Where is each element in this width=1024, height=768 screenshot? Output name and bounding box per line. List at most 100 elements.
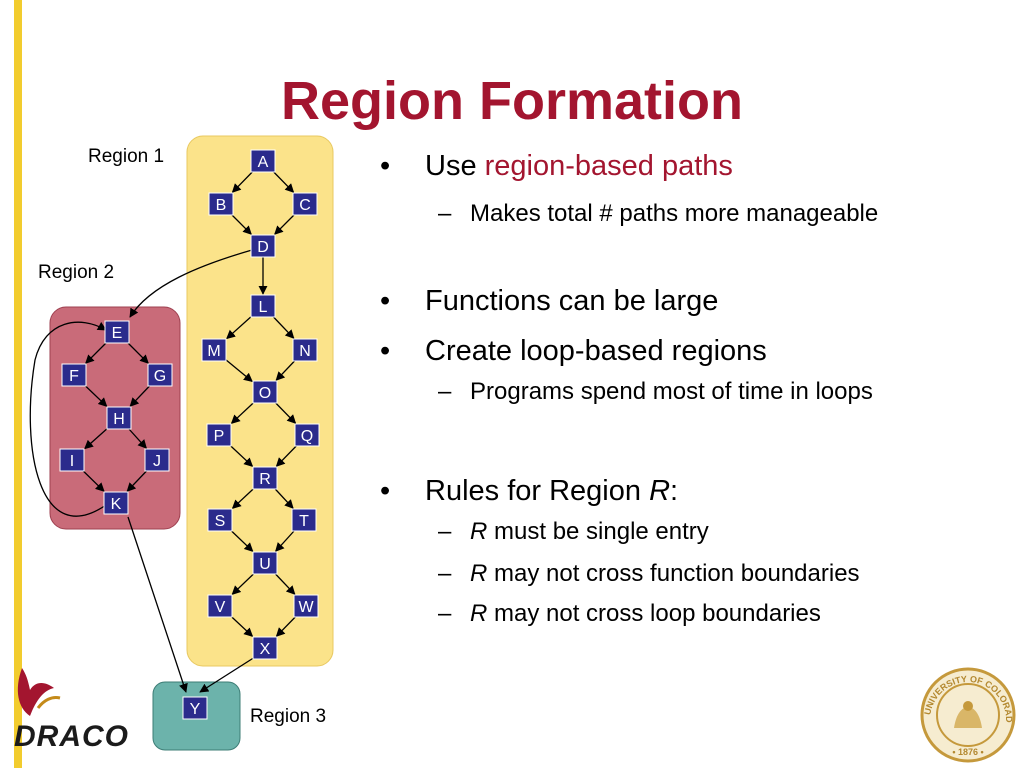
- node-Y-label: Y: [190, 701, 201, 718]
- node-Q-label: Q: [301, 428, 313, 445]
- bullet-text: Functions can be large: [425, 285, 718, 318]
- node-D: D: [250, 234, 276, 258]
- node-J: J: [144, 448, 170, 472]
- node-O: O: [252, 380, 278, 404]
- edge-O-Q: [275, 402, 297, 424]
- node-S-label: S: [215, 513, 226, 530]
- edge-S-U: [231, 530, 254, 552]
- bullet-text: Rules for Region R:: [425, 475, 678, 508]
- node-W-label: W: [298, 599, 314, 616]
- edge-I-K: [82, 470, 105, 492]
- bullet-marker: •: [380, 335, 391, 367]
- bullet-text-part: region-based paths: [484, 150, 733, 182]
- node-Y: Y: [182, 696, 208, 720]
- bullet-marker: •: [380, 475, 391, 507]
- bullet-marker: •: [380, 150, 391, 182]
- node-T-box: [291, 508, 317, 532]
- edge-K-Y: [127, 516, 188, 693]
- slide-title: Region Formation: [281, 71, 743, 131]
- edge-A-C: [273, 171, 295, 193]
- node-M-label: M: [207, 343, 220, 360]
- edge-E-F: [85, 342, 107, 364]
- edge-X-Y: [199, 656, 256, 693]
- bullet-text-part: R: [470, 560, 488, 587]
- bullet-text: Makes total # paths more manageable: [470, 200, 878, 228]
- node-R: R: [252, 466, 278, 490]
- node-F-box: [61, 363, 87, 387]
- bullet-text-part: R: [649, 475, 671, 507]
- node-N-label: N: [299, 343, 311, 360]
- region-1-label: Region 1: [88, 146, 165, 167]
- edge-R-T: [274, 488, 294, 509]
- edge-L-M: [226, 316, 252, 340]
- edge-F-H: [85, 385, 108, 407]
- dash-marker: –: [438, 200, 452, 227]
- edge-E-G: [127, 342, 149, 364]
- edge-D-E: [129, 249, 253, 318]
- dash-marker: –: [438, 518, 452, 545]
- node-M: M: [201, 338, 227, 362]
- dash-marker: –: [438, 378, 452, 405]
- left-accent-bar: [14, 0, 22, 768]
- edge-N-O: [275, 360, 295, 381]
- node-Q-box: [294, 423, 320, 447]
- bullet-text-part: Programs spend most of time in loops: [470, 378, 873, 405]
- node-O-box: [252, 380, 278, 404]
- bullet-text: Create loop-based regions: [425, 335, 767, 368]
- node-E-box: [104, 320, 130, 344]
- edge-U-W: [275, 573, 296, 595]
- node-T-label: T: [299, 513, 309, 530]
- node-H-box: [106, 406, 132, 430]
- node-C-label: C: [299, 197, 311, 214]
- region-3-label: Region 3: [250, 706, 327, 727]
- edge-H-I: [84, 428, 108, 450]
- edge-C-D: [274, 214, 295, 235]
- edge-T-U: [275, 530, 295, 552]
- node-U: U: [252, 551, 278, 575]
- node-H: H: [106, 406, 132, 430]
- node-A-box: [250, 149, 276, 173]
- bullet-text-part: must be single entry: [487, 518, 709, 545]
- node-B-box: [208, 192, 234, 216]
- draco-logo-icon: DRACO: [14, 668, 129, 753]
- node-D-box: [250, 234, 276, 258]
- node-U-box: [252, 551, 278, 575]
- node-Y-box: [182, 696, 208, 720]
- node-K-label: K: [111, 496, 122, 513]
- node-G-label: G: [154, 368, 166, 385]
- region-2-label: Region 2: [38, 262, 115, 283]
- bullet-text-part: Rules for Region: [425, 475, 650, 507]
- edge-W-X: [275, 616, 296, 637]
- bullet-text: R must be single entry: [470, 518, 709, 546]
- bullet-text-part: Makes total # paths more manageable: [470, 200, 879, 227]
- node-R-label: R: [259, 471, 271, 488]
- bullet-text: Use region-based paths: [425, 150, 733, 183]
- node-E-label: E: [112, 325, 123, 342]
- edge-J-K: [126, 470, 147, 492]
- edge-U-V: [231, 573, 254, 595]
- node-M-box: [201, 338, 227, 362]
- svg-text:DRACO: DRACO: [14, 720, 129, 753]
- node-I: I: [59, 448, 85, 472]
- edge-H-J: [128, 428, 147, 449]
- bullet-text: Programs spend most of time in loops: [470, 378, 873, 406]
- dash-marker: –: [438, 560, 452, 587]
- edge-A-B: [231, 171, 253, 193]
- node-R-box: [252, 466, 278, 490]
- node-V: V: [207, 594, 233, 618]
- bullet-text-part: R: [470, 600, 488, 627]
- node-I-label: I: [70, 453, 74, 470]
- bullet-text-part: Create loop-based regions: [425, 335, 767, 367]
- node-A-label: A: [258, 154, 269, 171]
- bullet-text: R may not cross loop boundaries: [470, 600, 821, 628]
- node-F-label: F: [69, 368, 79, 385]
- node-B-label: B: [216, 197, 227, 214]
- node-X: X: [252, 636, 278, 660]
- node-K-box: [103, 491, 129, 515]
- node-L-box: [250, 294, 276, 318]
- node-P: P: [206, 423, 232, 447]
- bullet-text-part: may not cross function boundaries: [487, 560, 860, 587]
- edge-M-O: [225, 359, 253, 383]
- node-N: N: [292, 338, 318, 362]
